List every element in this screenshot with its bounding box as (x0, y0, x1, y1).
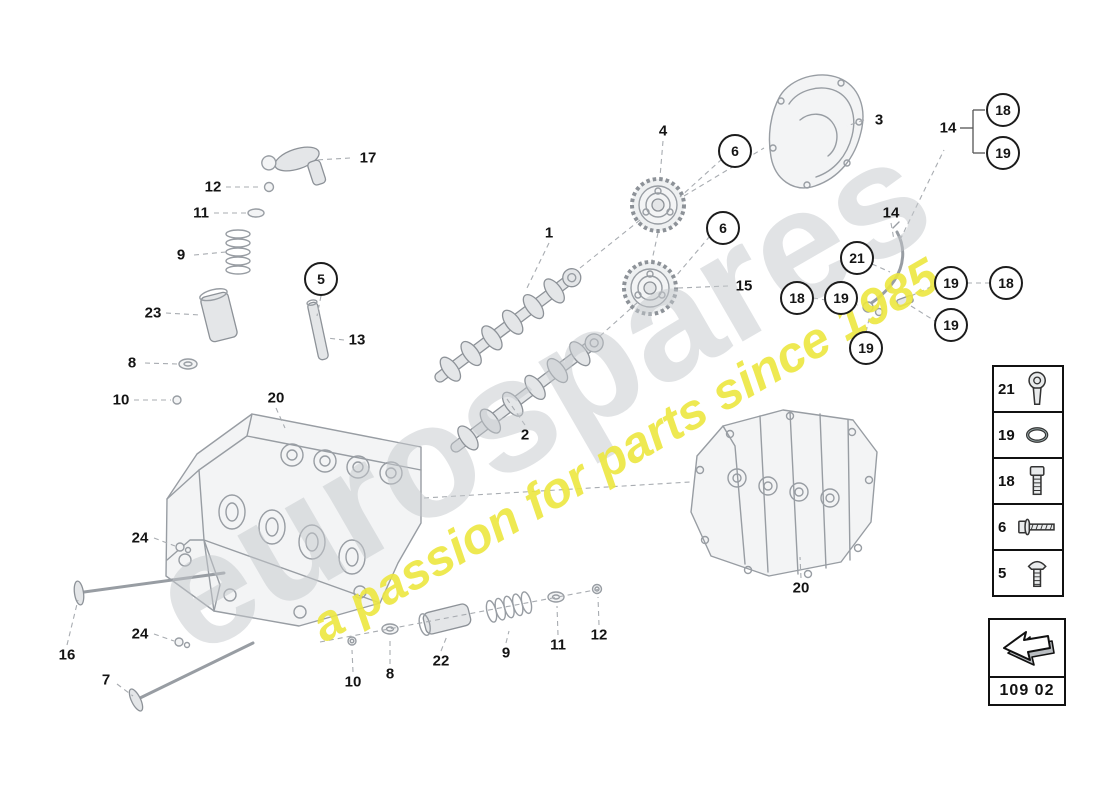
part-label-11: 11 (193, 205, 209, 222)
part-label-12: 12 (591, 627, 608, 644)
part-label-2: 2 (521, 427, 529, 444)
part-label-12: 12 (205, 179, 222, 196)
part-label-19: 19 (858, 340, 874, 356)
rocker-arm-drawing (261, 146, 327, 186)
part-label-1: 1 (545, 225, 553, 242)
part-callout-circle-19[interactable] (849, 331, 883, 365)
artwork (73, 74, 985, 712)
part-label-13: 13 (349, 332, 366, 349)
part-label-22: 22 (433, 653, 450, 670)
back-arrow-icon (1003, 631, 1055, 666)
part-label-15: 15 (736, 278, 753, 295)
part-label-24: 24 (132, 626, 149, 643)
part-label-3: 3 (875, 112, 883, 129)
camshaft-adjuster-4-drawing (630, 177, 686, 233)
part-label-17: 17 (360, 150, 377, 167)
part-label-6: 6 (719, 220, 727, 236)
part-callout-circle-18[interactable] (780, 281, 814, 315)
part-label-19: 19 (833, 290, 849, 306)
legend-row-21: 21 (992, 365, 1064, 413)
part-label-19: 19 (995, 145, 1011, 161)
part-callout-circle-21[interactable] (840, 241, 874, 275)
o-ring-icon (1025, 427, 1049, 443)
bolt-icon (1029, 465, 1045, 496)
part-label-10: 10 (345, 674, 362, 691)
diagram-code: 109 02 (999, 682, 1055, 699)
valve-keeper-24-lower-drawing (174, 637, 191, 649)
seal-8-drawing (178, 358, 198, 370)
part-callout-circle-5[interactable] (304, 262, 338, 296)
cylinder-head-drawing (165, 413, 422, 627)
part-label-19: 19 (943, 317, 959, 333)
part-label-14: 14 (940, 120, 957, 137)
nut-10-drawing (172, 395, 182, 405)
part-label-24: 24 (132, 530, 149, 547)
part-label-11: 11 (550, 637, 566, 654)
part-callout-circle-19[interactable] (986, 136, 1020, 170)
legend-number: 21 (998, 380, 1015, 398)
timing-cover-drawing (768, 74, 864, 189)
legend-row-5: 5 (992, 549, 1064, 597)
legend-row-18: 18 (992, 457, 1064, 505)
camshaft-1-drawing (434, 268, 582, 383)
legend-row-6: 6 (992, 503, 1064, 551)
camshaft-adjuster-15-drawing (622, 260, 678, 316)
part-label-18: 18 (998, 275, 1014, 291)
part-label-7: 7 (102, 672, 110, 689)
part-label-18: 18 (995, 102, 1011, 118)
legend-number: 6 (998, 518, 1007, 536)
part-label-18: 18 (789, 290, 805, 306)
stud-13-drawing (306, 299, 329, 361)
valve-spring-upper-drawing (225, 229, 251, 275)
part-label-20: 20 (793, 580, 810, 597)
part-callout-circle-19[interactable] (934, 266, 968, 300)
part-label-5: 5 (317, 271, 325, 287)
part-label-9: 9 (177, 247, 185, 264)
valve-16-drawing (73, 571, 226, 606)
part-label-4: 4 (659, 123, 668, 140)
camshaft-2-drawing (450, 333, 604, 453)
part-label-21: 21 (849, 250, 865, 266)
part-callout-circle-18[interactable] (989, 266, 1023, 300)
part-label-8: 8 (386, 666, 394, 683)
arrow-area (990, 620, 1064, 678)
legend-number: 19 (998, 426, 1015, 444)
legend-number: 5 (998, 564, 1007, 582)
part-label-20: 20 (268, 390, 285, 407)
diagram-code-box[interactable]: 109 02 (988, 618, 1066, 706)
part-label-8: 8 (128, 355, 136, 372)
part-label-10: 10 (113, 392, 130, 409)
part-callout-circle-18[interactable] (986, 93, 1020, 127)
legend-row-19: 19 (992, 411, 1064, 459)
part-callout-circle-19[interactable] (824, 281, 858, 315)
chain-tensioner-drawing (862, 221, 914, 317)
valve-stem-parts-row (347, 583, 603, 646)
part-label-9: 9 (502, 645, 510, 662)
callout-bracket-14 (960, 109, 985, 154)
part-callout-circle-6[interactable] (706, 211, 740, 245)
fastener-legend: 21 19 18 (992, 365, 1064, 597)
legend-number: 18 (998, 472, 1015, 490)
cylinder-head-cover-drawing (690, 409, 878, 579)
part-callout-circle-19[interactable] (934, 308, 968, 342)
screw-icon (1027, 560, 1047, 588)
part-label-23: 23 (145, 305, 162, 322)
torx-screw-icon (1028, 371, 1046, 405)
valve-7-drawing (128, 641, 255, 712)
tappet-23-drawing (199, 288, 238, 343)
watermark-brand: eurospares (121, 101, 958, 687)
part-label-6: 6 (731, 143, 739, 159)
part-callout-circle-6[interactable] (718, 134, 752, 168)
part-label-16: 16 (59, 647, 76, 664)
valve-keeper-24-upper-drawing (175, 542, 192, 554)
long-bolt-icon (1018, 518, 1055, 536)
washer-12-drawing (263, 181, 275, 193)
part-label-14: 14 (883, 205, 900, 222)
valve-seal-11-drawing (247, 208, 265, 218)
part-label-19: 19 (943, 275, 959, 291)
